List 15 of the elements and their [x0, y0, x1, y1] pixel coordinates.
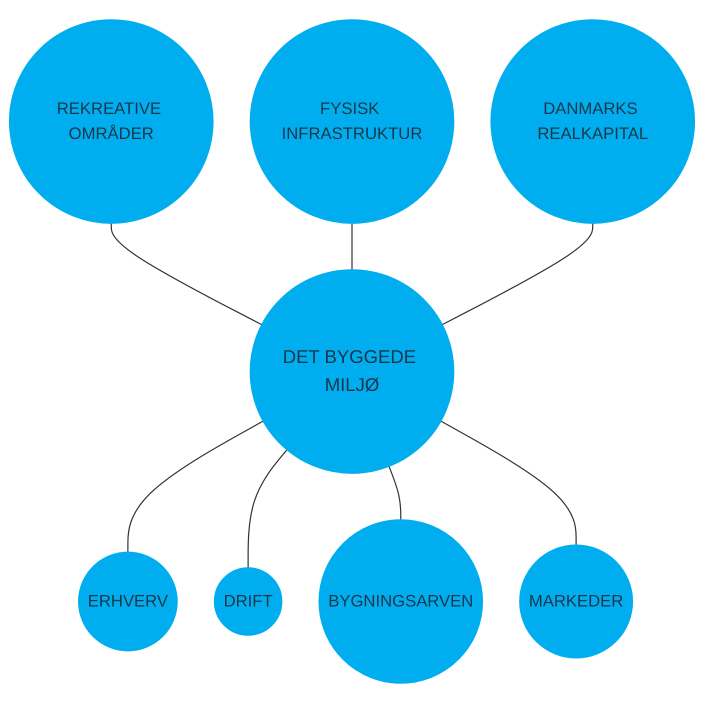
connector	[440, 420, 577, 545]
node-circle: MARKEDER	[519, 544, 634, 658]
connector	[388, 466, 402, 520]
connector	[351, 223, 353, 270]
node-circle: BYGNINGSARVEN	[318, 519, 484, 684]
node-circle: DANMARKS REALKAPITAL	[490, 19, 696, 224]
node-circle: DET BYGGEDE MILJØ	[250, 269, 454, 474]
connector	[248, 449, 288, 568]
connector	[442, 223, 594, 326]
connector	[110, 223, 262, 326]
node-circle: DRIFT	[214, 567, 282, 636]
connector	[127, 420, 264, 552]
node-circle: REKREATIVE OMRÅDER	[8, 19, 214, 224]
node-circle: FYSISK INFRASTRUKTUR	[250, 19, 454, 224]
node-circle: ERHVERV	[78, 552, 178, 652]
